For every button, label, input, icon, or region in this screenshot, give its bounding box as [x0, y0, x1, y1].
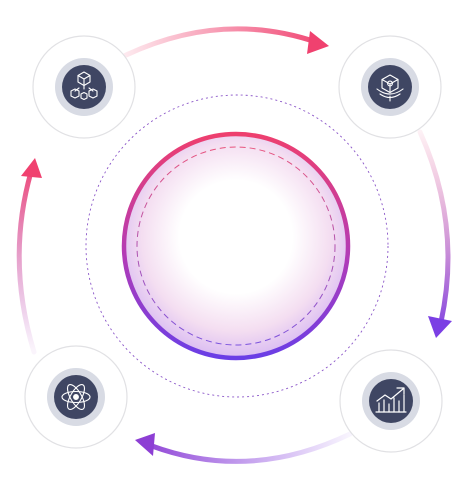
- node-bottom-right: [339, 349, 443, 453]
- atom-icon: [61, 384, 91, 410]
- center-sphere-dashed-ring: [136, 146, 336, 346]
- arrow-right: [417, 129, 452, 338]
- arrow-bottom: [135, 431, 353, 464]
- center-sphere: [121, 131, 351, 361]
- cubes-network-icon: [70, 71, 98, 101]
- node-bottom-left: [24, 345, 128, 449]
- arrow-top: [109, 26, 329, 65]
- arrow-left: [16, 158, 42, 355]
- node-top-right: [338, 35, 442, 139]
- node-top-left: [32, 35, 136, 139]
- outer-dotted-ring: [85, 94, 389, 398]
- growth-chart-icon: [375, 387, 407, 413]
- cube-ring-icon: [376, 74, 404, 102]
